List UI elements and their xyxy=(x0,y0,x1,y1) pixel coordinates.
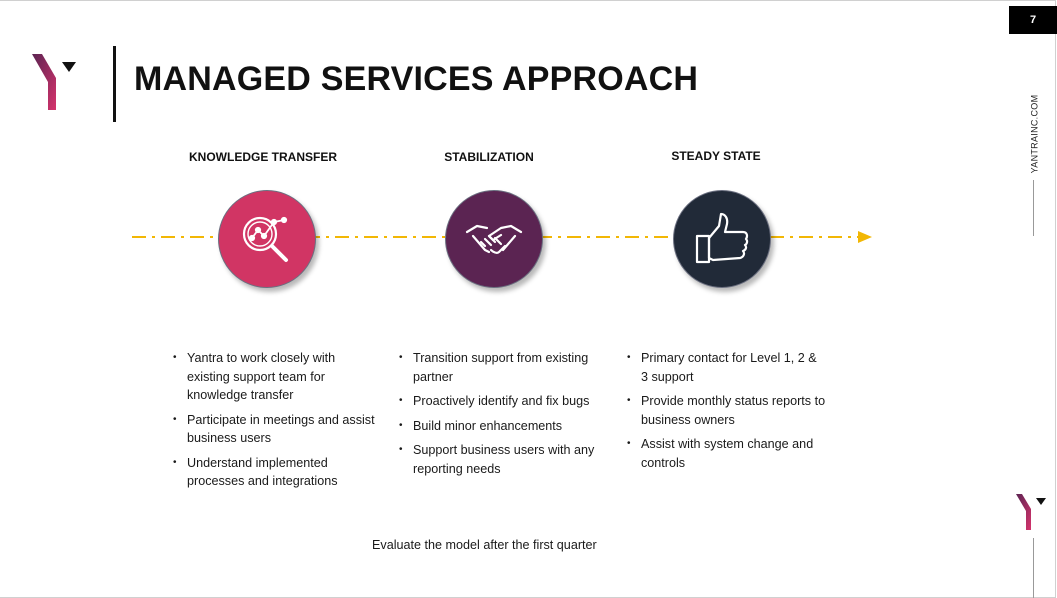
magnifier-chart-icon xyxy=(242,216,288,262)
side-divider-top xyxy=(1033,180,1034,236)
steady-state-circle xyxy=(673,190,771,288)
list-item: Provide monthly status reports to busine… xyxy=(627,392,827,429)
list-item: Transition support from existing partner xyxy=(399,349,604,386)
side-url-container: YANTRAINC.COM xyxy=(1025,92,1043,176)
list-item: Participate in meetings and assist busin… xyxy=(173,411,378,448)
list-item: Proactively identify and fix bugs xyxy=(399,392,604,411)
list-item: Build minor enhancements xyxy=(399,417,604,436)
list-item: Primary contact for Level 1, 2 & 3 suppo… xyxy=(627,349,827,386)
phase-title-stabilization: STABILIZATION xyxy=(444,150,534,164)
knowledge-transfer-bullets: Yantra to work closely with existing sup… xyxy=(173,349,378,497)
steady-state-bullets: Primary contact for Level 1, 2 & 3 suppo… xyxy=(627,349,827,478)
list-item: Support business users with any reportin… xyxy=(399,441,604,478)
list-item: Assist with system change and controls xyxy=(627,435,827,472)
footer-note: Evaluate the model after the first quart… xyxy=(372,538,597,552)
stabilization-bullets: Transition support from existing partner… xyxy=(399,349,604,484)
list-item: Yantra to work closely with existing sup… xyxy=(173,349,378,405)
yantra-logo xyxy=(32,54,76,110)
page-number: 7 xyxy=(1029,14,1037,26)
list-item: Understand implemented processes and int… xyxy=(173,454,378,491)
phase-title-steady-state: STEADY STATE xyxy=(671,149,761,163)
thumbs-up-icon xyxy=(695,212,749,264)
page-number-badge: 7 xyxy=(1009,6,1057,34)
handshake-icon xyxy=(465,224,523,254)
yantra-logo-small xyxy=(1016,494,1046,530)
side-url: YANTRAINC.COM xyxy=(1029,94,1040,174)
side-divider-bottom xyxy=(1033,538,1034,598)
knowledge-transfer-circle xyxy=(218,190,316,288)
title-accent-bar xyxy=(113,46,116,122)
stabilization-circle xyxy=(445,190,543,288)
phase-title-knowledge-transfer: KNOWLEDGE TRANSFER xyxy=(189,150,337,164)
page-title: MANAGED SERVICES APPROACH xyxy=(134,60,699,98)
